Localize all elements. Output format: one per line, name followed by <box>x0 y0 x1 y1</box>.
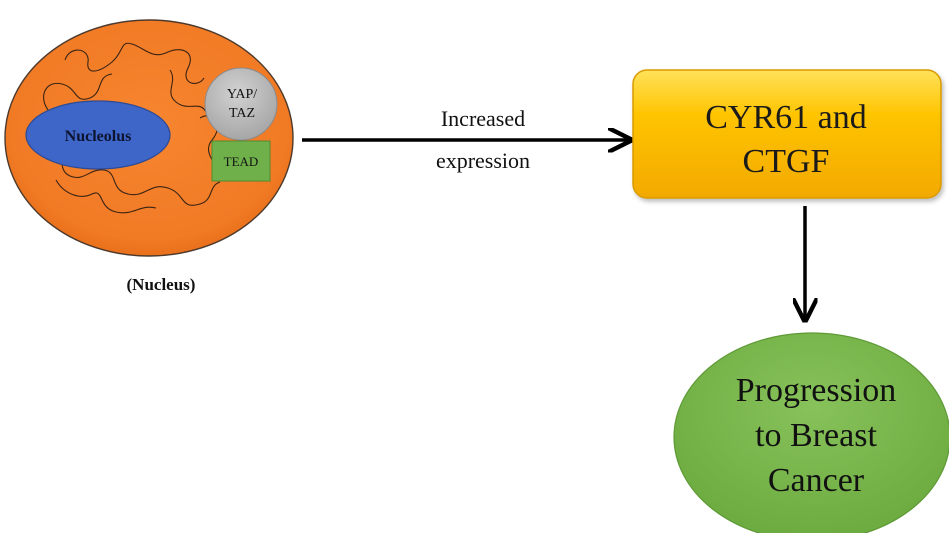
outcome-line3: Cancer <box>768 462 865 499</box>
nucleolus-label: Nucleolus <box>65 128 132 145</box>
target-box <box>632 69 942 199</box>
target-box-group <box>632 69 942 199</box>
chromatin-strands <box>39 42 223 214</box>
yap-taz-label-line1: YAP/ <box>227 87 257 102</box>
tead-box <box>211 140 271 182</box>
arrow-label-line2: expression <box>436 148 530 173</box>
nucleus-group: Nucleolus YAP/ TAZ TEAD <box>4 19 294 257</box>
target-box-line2: CTGF <box>743 143 830 180</box>
outcome-line2: to Breast <box>755 417 877 454</box>
arrow-label-line1: Increased <box>441 106 525 131</box>
tead-label: TEAD <box>224 154 259 169</box>
outcome-shape <box>673 332 949 533</box>
nucleus-caption: (Nucleus) <box>127 275 196 294</box>
target-box-line1: CYR61 and <box>705 99 867 136</box>
yap-taz-circle <box>204 67 278 141</box>
nucleolus-shape <box>25 100 171 170</box>
yap-taz-label-line2: TAZ <box>229 106 255 121</box>
outcome-line1: Progression <box>736 372 897 409</box>
